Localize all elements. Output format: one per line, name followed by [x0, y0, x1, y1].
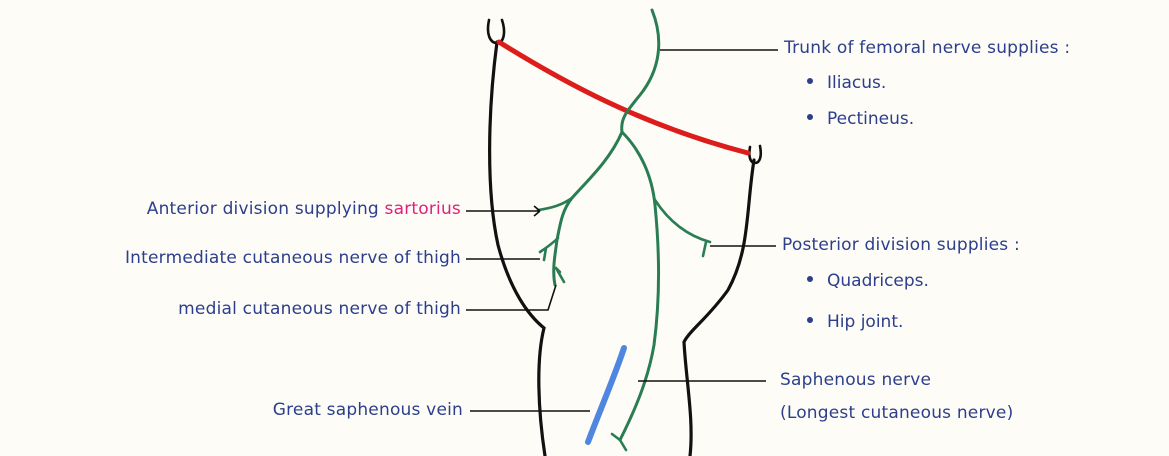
bullet-dot — [807, 317, 813, 323]
trunk-item-text: Pectineus. — [827, 109, 914, 129]
anterior-division-nerve — [554, 132, 622, 285]
bullet-dot — [807, 276, 813, 282]
saphenous-nerve — [620, 132, 659, 440]
saphenous-terminal-fork — [612, 434, 626, 450]
trunk-item-1: Iliacus. — [807, 72, 886, 94]
medial-cutaneous-twig — [556, 268, 564, 282]
leader-medial — [466, 285, 556, 310]
great-saphenous-vein — [588, 348, 624, 442]
label-saphenous: Saphenous nerve — [780, 369, 931, 391]
leader-anterior — [466, 206, 540, 216]
label-intermediate: Intermediate cutaneous nerve of thigh — [125, 247, 461, 269]
thigh-outline-lateral — [490, 42, 545, 456]
posterior-item-1: Quadriceps. — [807, 270, 929, 292]
inguinal-ligament — [499, 42, 748, 153]
label-trunk: Trunk of femoral nerve supplies : — [784, 37, 1070, 59]
femoral-nerve-trunk — [622, 10, 659, 132]
label-sartorius: sartorius — [385, 199, 461, 219]
label-saphenous-note: (Longest cutaneous nerve) — [780, 402, 1013, 424]
label-anterior-text: Anterior division supplying — [147, 199, 385, 219]
label-great-saphenous: Great saphenous vein — [273, 399, 463, 421]
posterior-item-text: Hip joint. — [827, 312, 903, 332]
posterior-item-text: Quadriceps. — [827, 271, 929, 291]
posterior-item-2: Hip joint. — [807, 311, 903, 333]
label-posterior: Posterior division supplies : — [782, 234, 1020, 256]
posterior-division-twig — [655, 200, 710, 256]
label-anterior: Anterior division supplying sartorius — [147, 198, 461, 220]
thigh-outline-medial — [684, 160, 754, 456]
trunk-item-text: Iliacus. — [827, 73, 886, 93]
bullet-dot — [807, 114, 813, 120]
trunk-item-2: Pectineus. — [807, 108, 914, 130]
label-medial: medial cutaneous nerve of thigh — [178, 298, 461, 320]
asis-hook — [488, 20, 504, 43]
bullet-dot — [807, 78, 813, 84]
